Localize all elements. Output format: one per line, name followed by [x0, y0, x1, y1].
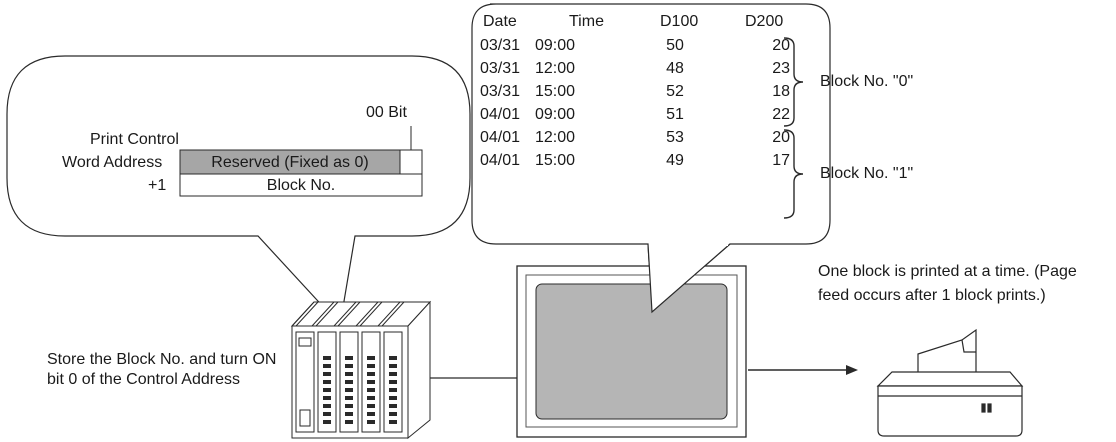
- cell-time: 09:00: [535, 106, 576, 123]
- printer-icon: [876, 328, 1024, 437]
- data-table-bubble-tail: [647, 243, 731, 314]
- cell-d200: 20: [772, 37, 790, 54]
- cell-d100: 52: [666, 83, 684, 100]
- cell-date: 03/31: [480, 60, 521, 77]
- plc-instruction-note: Store the Block No. and turn ON bit 0 of…: [47, 351, 277, 388]
- cell-date: 04/01: [480, 106, 521, 123]
- cell-date: 03/31: [480, 83, 521, 100]
- cell-date: 03/31: [480, 37, 521, 54]
- cell-date: 04/01: [480, 152, 521, 169]
- control-word-table: [179, 126, 423, 197]
- table-row: 03/31 15:00 52 18: [480, 80, 800, 103]
- cell-d200: 17: [772, 152, 790, 169]
- cell-d200: 18: [772, 83, 790, 100]
- word-address-label: Word Address: [62, 154, 163, 171]
- cell-d100: 49: [666, 152, 684, 169]
- print-control-label: Print Control: [90, 131, 179, 148]
- plc-io-leds: [323, 356, 397, 424]
- reserved-cell-text: Reserved (Fixed as 0): [211, 154, 369, 171]
- display-panel-icon: [516, 265, 747, 438]
- table-row: 04/01 15:00 49 17: [480, 149, 800, 172]
- table-row: 04/01 12:00 53 20: [480, 126, 800, 149]
- cell-time: 15:00: [535, 83, 576, 100]
- cell-d100: 48: [666, 60, 684, 77]
- block-1-brace: [783, 129, 804, 219]
- cell-d200: 22: [772, 106, 790, 123]
- block-0-label: Block No. "0": [820, 73, 914, 90]
- cell-time: 12:00: [535, 129, 576, 146]
- block-0-brace: [783, 37, 804, 127]
- plc-rack-icon: [290, 300, 432, 440]
- arrow-head: [846, 365, 858, 375]
- data-table: Date Time D100 D200 03/31 09:00 50 20 03…: [480, 10, 800, 172]
- table-header-row: Date Time D100 D200: [480, 10, 800, 34]
- cell-date: 04/01: [480, 129, 521, 146]
- header-time: Time: [569, 13, 604, 30]
- cell-time: 12:00: [535, 60, 576, 77]
- block-no-cell-text: Block No.: [266, 177, 336, 194]
- cell-d200: 20: [772, 129, 790, 146]
- table-row: 03/31 09:00 50 20: [480, 34, 800, 57]
- block-no-cell: [179, 173, 423, 197]
- table-row: 03/31 12:00 48 23: [480, 57, 800, 80]
- bit0-cell: [399, 149, 423, 175]
- cell-time: 15:00: [535, 152, 576, 169]
- header-d200: D200: [745, 13, 784, 30]
- cell-d200: 23: [772, 60, 790, 77]
- plus-one-label: +1: [148, 177, 167, 194]
- cell-d100: 53: [666, 129, 684, 146]
- header-date: Date: [483, 13, 517, 30]
- block-1-label: Block No. "1": [820, 165, 914, 182]
- cell-d100: 51: [666, 106, 684, 123]
- cell-d100: 50: [666, 37, 684, 54]
- bit-label: 00 Bit: [366, 104, 407, 121]
- cell-time: 09:00: [535, 37, 576, 54]
- table-row: 04/01 09:00 51 22: [480, 103, 800, 126]
- printer-behavior-note: One block is printed at a time. (Page fe…: [818, 263, 1077, 304]
- header-d100: D100: [660, 13, 699, 30]
